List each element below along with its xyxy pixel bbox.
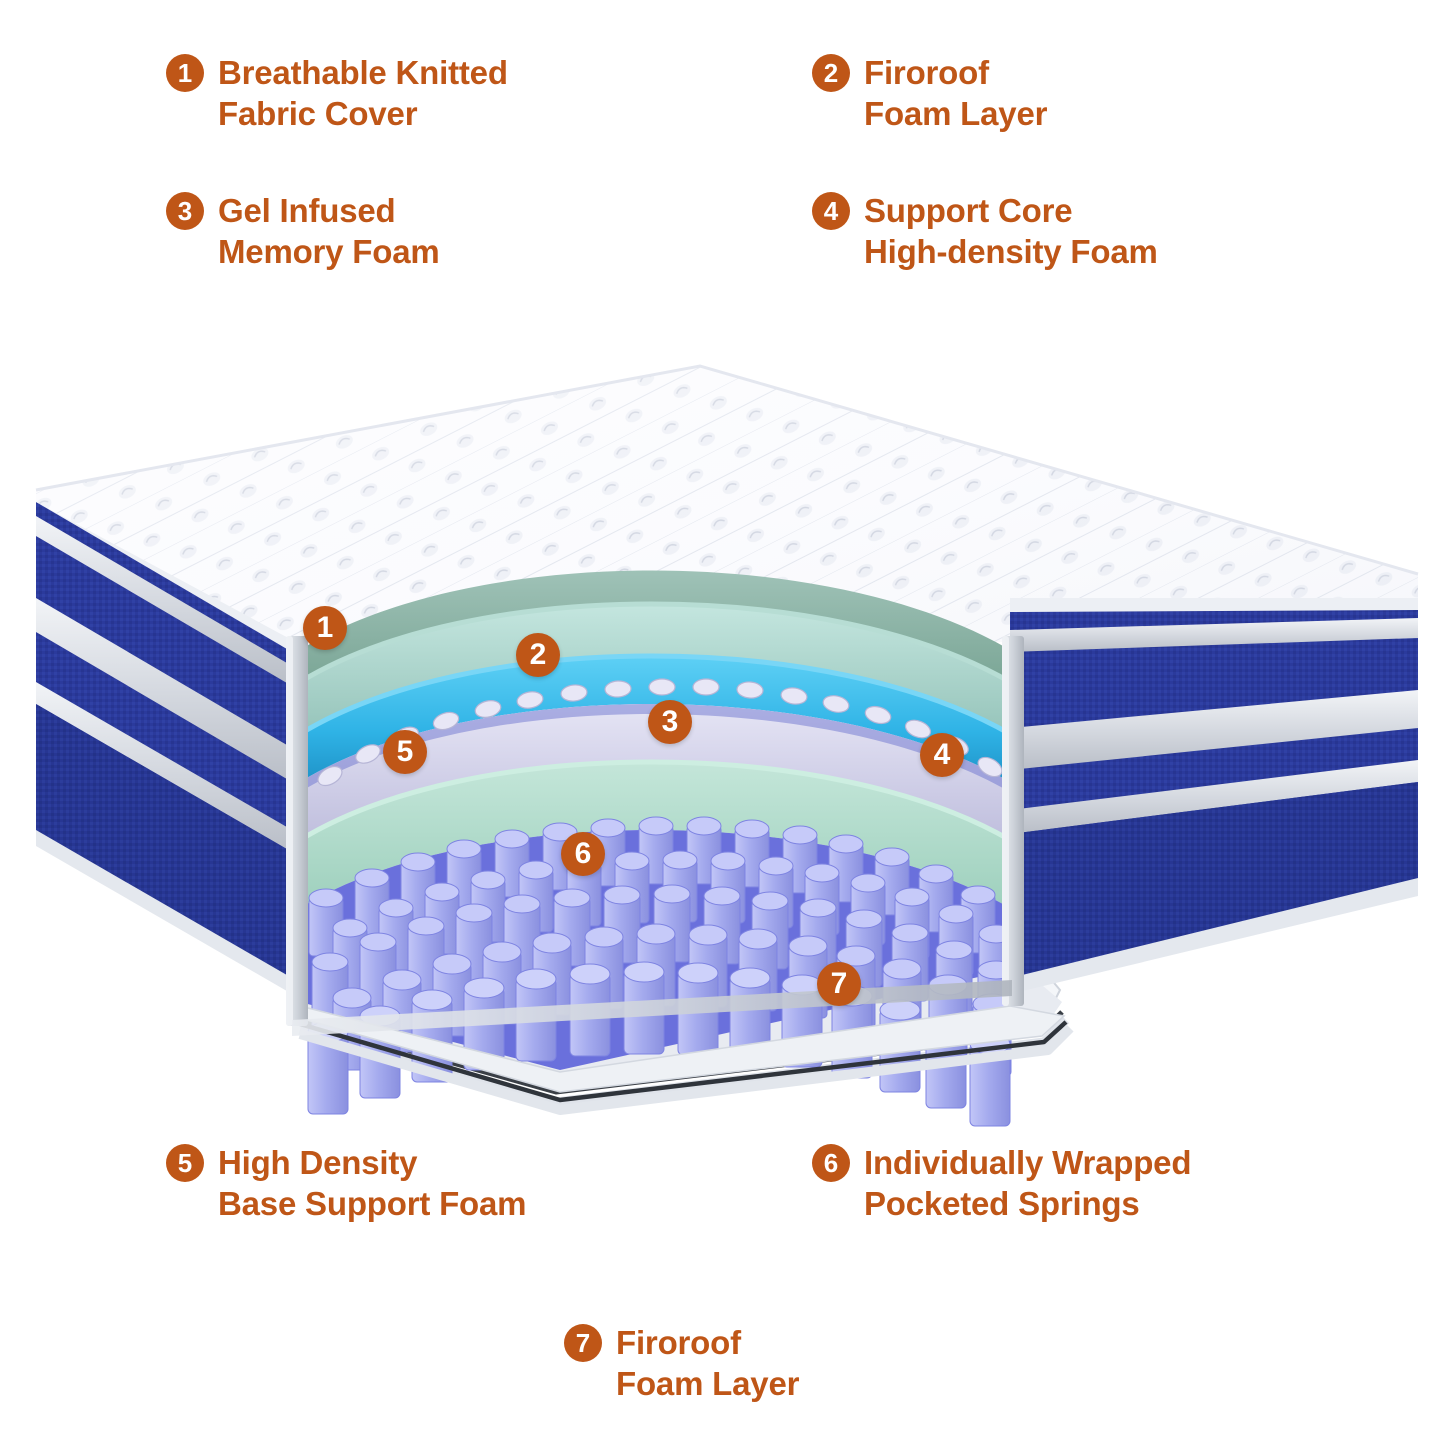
callout-label-7: Firoroof Foam Layer <box>616 1324 800 1403</box>
mattress-side-panel-left <box>36 490 292 994</box>
callout-2: 2 Firoroof Foam Layer <box>812 52 1047 135</box>
callout-badge-5: 5 <box>166 1144 204 1182</box>
mattress-cutaway-illustration <box>0 330 1445 1130</box>
callout-5: 5 High Density Base Support Foam <box>166 1142 527 1225</box>
fireproof-foam-layer-top <box>298 601 1012 734</box>
callout-badge-4: 4 <box>812 192 850 230</box>
cutaway-edge-post-right <box>1002 636 1024 1006</box>
foam-layer-stack <box>298 570 1012 908</box>
cover-cross-section <box>300 570 1010 682</box>
diagram-badge-7: 7 <box>817 962 861 1006</box>
support-core-high-density-foam <box>298 653 1012 782</box>
diagram-badge-1: 1 <box>303 606 347 650</box>
callout-badge-6: 6 <box>812 1144 850 1182</box>
fireproof-foam-layer-bottom <box>298 1005 1074 1115</box>
callout-label-6: Individually Wrapped Pocketed Springs <box>864 1144 1192 1223</box>
cutaway-edge-post-left <box>286 636 308 1026</box>
callout-label-5: High Density Base Support Foam <box>218 1144 527 1223</box>
knitted-fabric-cover <box>35 364 1419 642</box>
gel-infused-memory-foam <box>300 678 1010 840</box>
callout-label-3: Gel Infused Memory Foam <box>218 192 440 271</box>
mattress-side-panel-right <box>1010 598 1418 994</box>
callout-label-2: Firoroof Foam Layer <box>864 54 1048 133</box>
callout-badge-2: 2 <box>812 54 850 92</box>
diagram-badge-6: 6 <box>561 832 605 876</box>
callout-4: 4 Support Core High-density Foam <box>812 190 1158 273</box>
callout-3: 3 Gel Infused Memory Foam <box>166 190 440 273</box>
diagram-badge-3: 3 <box>648 700 692 744</box>
callout-badge-7: 7 <box>564 1324 602 1362</box>
callout-label-1: Breathable Knitted Fabric Cover <box>218 54 508 133</box>
callout-6: 6 Individually Wrapped Pocketed Springs <box>812 1142 1191 1225</box>
diagram-badge-4: 4 <box>920 733 964 777</box>
callout-1: 1 Breathable Knitted Fabric Cover <box>166 52 508 135</box>
diagram-badge-5: 5 <box>383 730 427 774</box>
callout-7: 7 Firoroof Foam Layer <box>564 1322 799 1405</box>
callout-badge-1: 1 <box>166 54 204 92</box>
diagram-badge-2: 2 <box>516 633 560 677</box>
callout-label-4: Support Core High-density Foam <box>864 192 1158 271</box>
high-density-base-support-foam <box>298 759 1012 908</box>
callout-badge-3: 3 <box>166 192 204 230</box>
